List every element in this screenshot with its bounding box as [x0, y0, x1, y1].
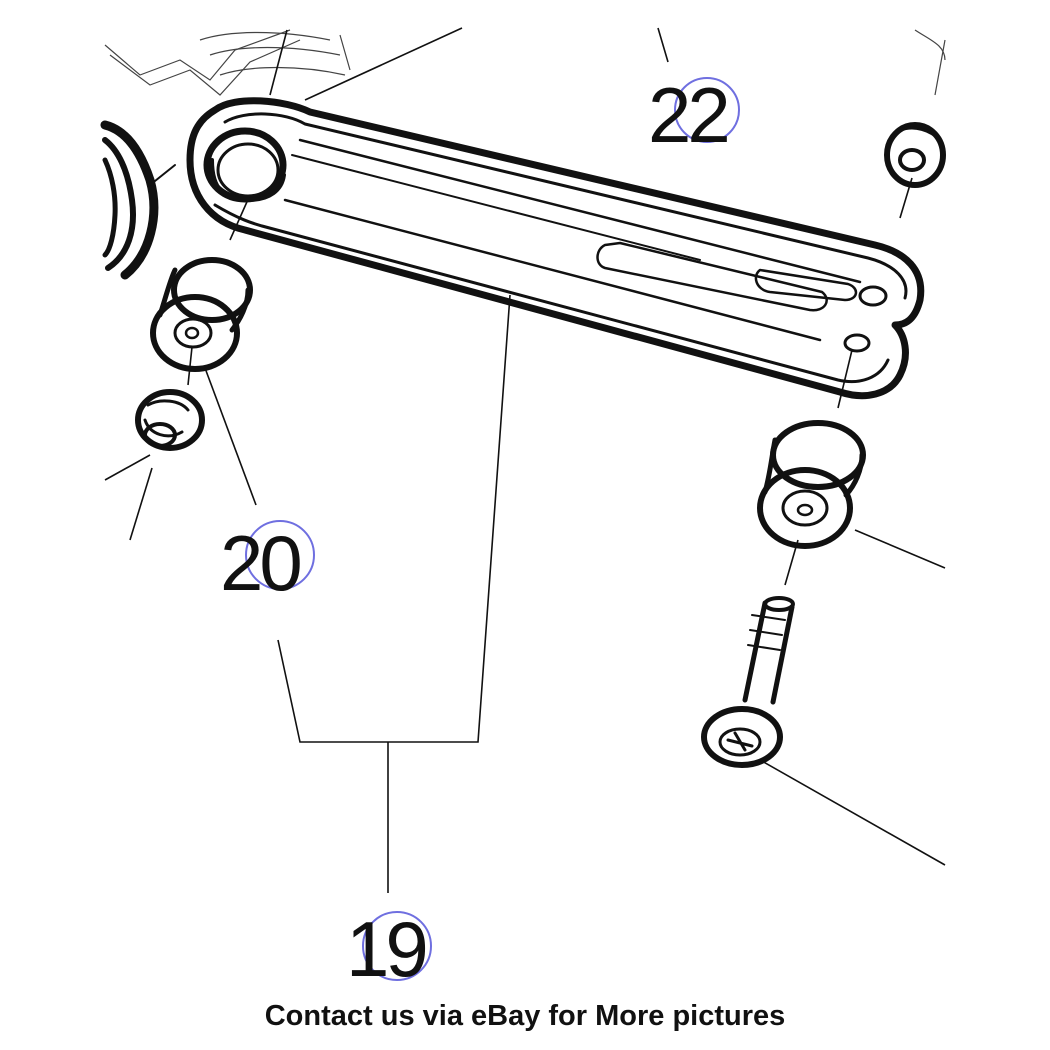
bracket-outline — [914, 29, 946, 96]
callout-19-circle — [362, 911, 432, 981]
callout-19: 19 — [346, 905, 432, 993]
bushing-left — [150, 257, 253, 372]
callout-22-circle — [674, 77, 740, 143]
nut-top-right — [884, 122, 946, 188]
callout-20: 20 — [220, 519, 315, 607]
link-arm — [186, 97, 925, 400]
bolt — [701, 596, 795, 768]
nut-left — [135, 389, 205, 451]
part-label-20: 20 — [220, 519, 300, 607]
housing-outline — [104, 29, 351, 96]
contact-caption: Contact us via eBay for More pictures — [264, 1000, 786, 1032]
part-label-19: 19 — [346, 905, 425, 993]
callout-22: 22 — [648, 71, 740, 159]
leader-lines — [104, 27, 946, 893]
callout-20-circle — [245, 520, 315, 590]
pulley-part — [100, 120, 176, 280]
part-label-22: 22 — [648, 71, 727, 159]
bushing-right — [757, 420, 866, 549]
